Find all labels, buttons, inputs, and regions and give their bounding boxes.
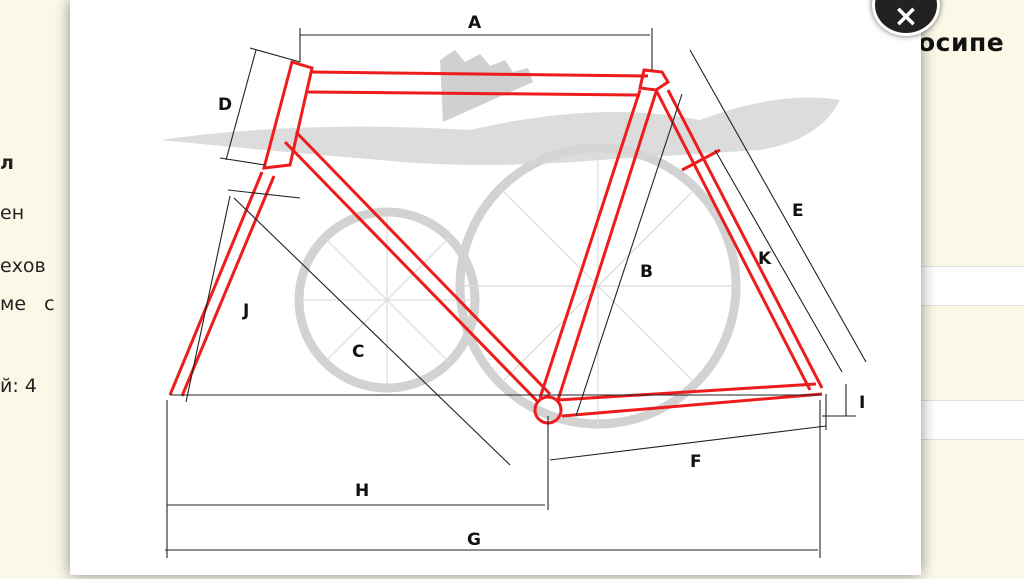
label-f: F bbox=[690, 452, 702, 472]
label-j: J bbox=[242, 301, 249, 321]
bg-text-5: й: 4 bbox=[0, 375, 37, 397]
label-a: A bbox=[468, 13, 482, 33]
bg-input-1[interactable] bbox=[921, 266, 1024, 306]
bg-text-4: ме с bbox=[0, 293, 55, 315]
top-tube bbox=[311, 70, 649, 78]
close-icon: × bbox=[893, 0, 919, 34]
chainring-shape bbox=[440, 50, 533, 122]
label-g: G bbox=[467, 530, 481, 550]
down-tube bbox=[538, 89, 642, 399]
wheel-spokes bbox=[299, 148, 736, 424]
label-i: I bbox=[859, 393, 865, 413]
image-lightbox: A B C D E F G H I J K bbox=[70, 0, 921, 575]
fork-stay bbox=[654, 89, 812, 391]
rear-stay bbox=[168, 171, 264, 396]
label-e: E bbox=[792, 201, 804, 221]
label-b: B bbox=[640, 262, 653, 282]
seat-tube bbox=[283, 140, 540, 404]
bg-text-1: л bbox=[0, 152, 14, 174]
label-d: D bbox=[218, 95, 232, 115]
label-c: C bbox=[352, 342, 364, 362]
dimension-lines bbox=[165, 28, 867, 558]
seat-cluster bbox=[261, 60, 314, 170]
label-h: H bbox=[355, 481, 369, 501]
bike-frame bbox=[168, 60, 824, 425]
bg-text-2: ен bbox=[0, 202, 25, 224]
chainstay bbox=[557, 382, 817, 402]
bg-input-2[interactable] bbox=[921, 400, 1024, 440]
page-heading: осипе bbox=[918, 28, 1005, 57]
bg-text-3: ехов bbox=[0, 255, 46, 277]
bike-bar-shape bbox=[160, 97, 840, 165]
label-k: K bbox=[758, 249, 772, 269]
frame-geometry-diagram: A B C D E F G H I J K bbox=[160, 13, 867, 558]
head-tube bbox=[638, 68, 671, 92]
